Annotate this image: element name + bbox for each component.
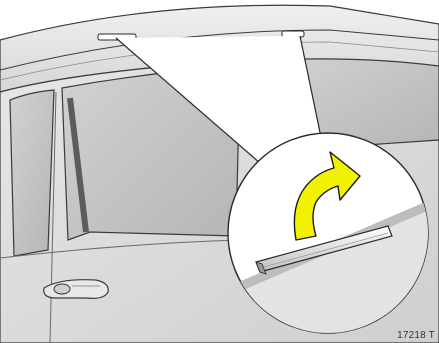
figure-code: 17218 T bbox=[397, 330, 435, 341]
rear-door-window bbox=[10, 90, 54, 256]
